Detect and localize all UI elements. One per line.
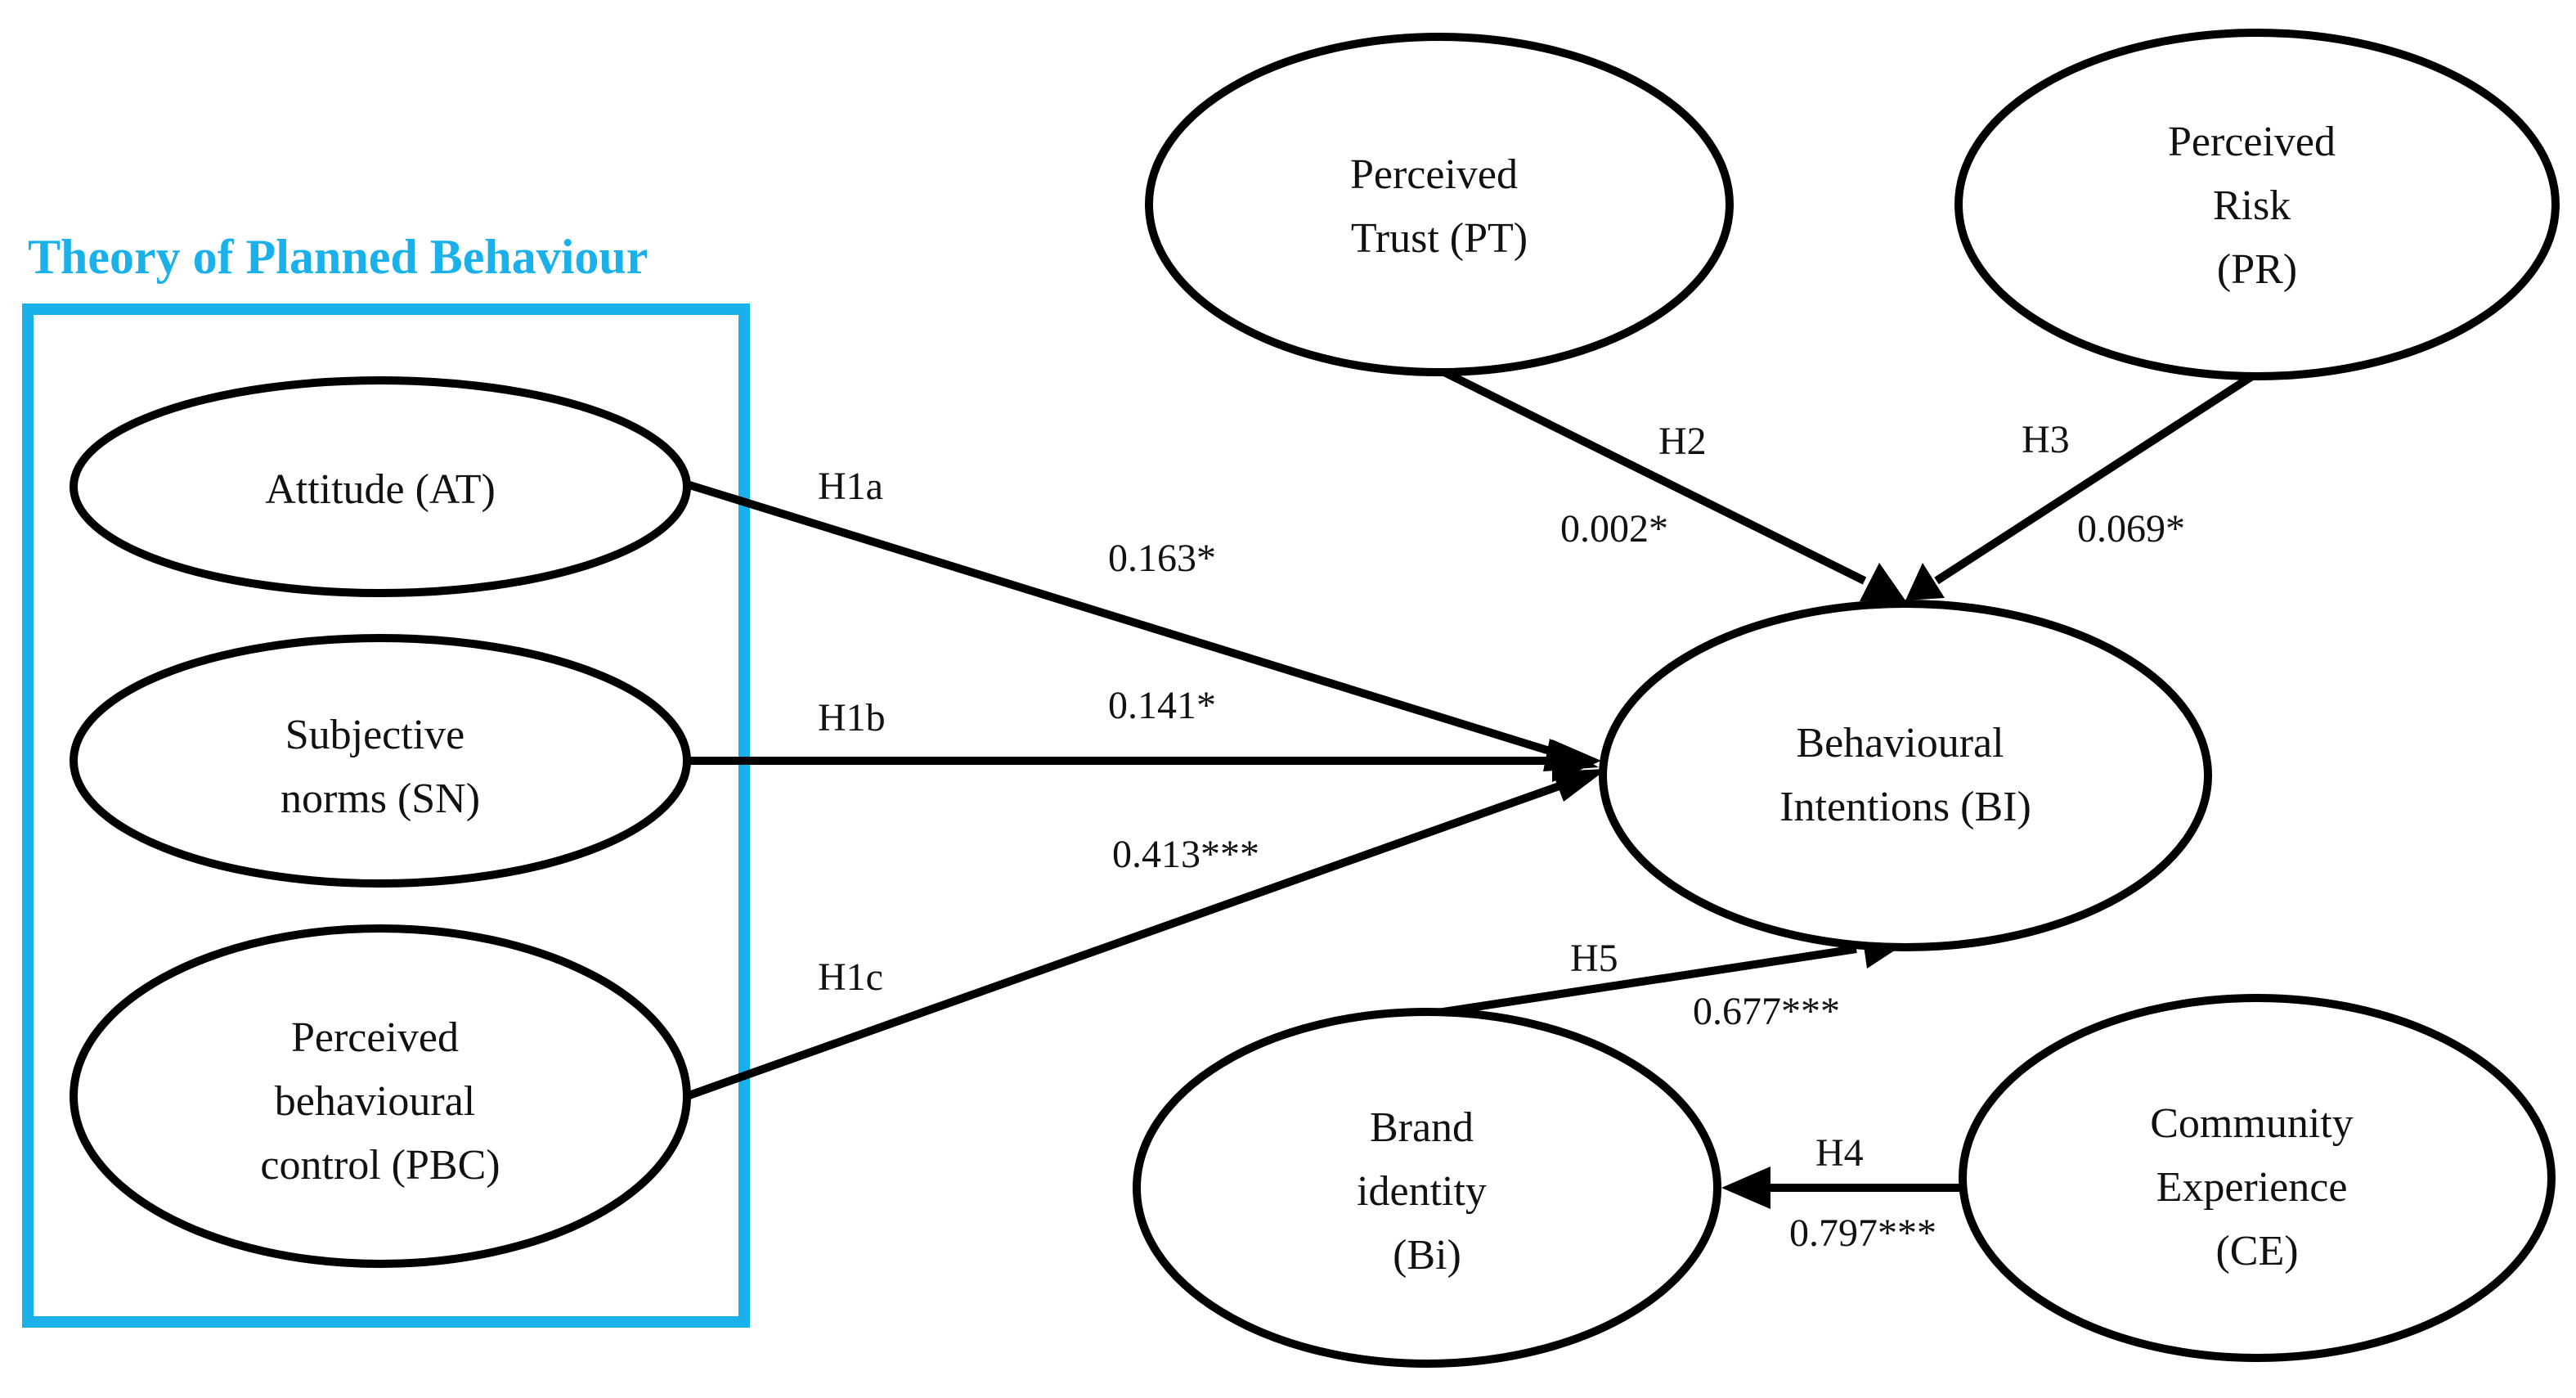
node-ce-ellipse (1959, 994, 2556, 1362)
node-pr-line-1: Perceived (2168, 119, 2336, 165)
node-pr-line-2: Risk (2213, 182, 2291, 229)
node-pr-line-3: (PR) (2217, 246, 2297, 293)
node-bi-line-1: Behavioural (1796, 720, 2004, 766)
node-pbc-label: Perceived behavioural control (PBC) (260, 1014, 500, 1189)
group-title: Theory of Planned Behaviour (28, 230, 648, 284)
node-pbc-line-3: control (PBC) (260, 1142, 500, 1189)
edge-h2-arrowhead (1860, 563, 1905, 601)
node-pt-label: Perceived Trust (PT) (1350, 151, 1528, 262)
node-perceived-trust: Perceived Trust (PT) (1145, 33, 1734, 376)
node-pbc-line-1: Perceived (291, 1014, 459, 1061)
node-attitude: Attitude (AT) (70, 376, 691, 597)
edge-h1a-hypothesis: H1a (818, 465, 883, 508)
node-attitude-label: Attitude (AT) (265, 466, 496, 513)
node-brand-line-1: Brand (1370, 1104, 1474, 1151)
edge-h4-arrowhead (1721, 1166, 1770, 1209)
node-bi-line-2: Intentions (BI) (1779, 784, 2031, 830)
node-ce-line-1: Community (2150, 1100, 2353, 1147)
node-attitude-ellipse (70, 376, 691, 597)
edge-h4-coefficient: 0.797*** (1789, 1211, 1936, 1255)
node-pt-ellipse (1145, 33, 1734, 376)
node-subjective-norms: Subjective norms (SN) (70, 634, 691, 888)
node-pt-line-1: Perceived (1350, 151, 1518, 198)
tpb-group-box (22, 303, 750, 1328)
node-brand-label: Brand identity (Bi) (1357, 1104, 1497, 1279)
edge-h5-hypothesis: H5 (1570, 937, 1618, 980)
node-perceived-risk: Perceived Risk (PR) (1954, 29, 2560, 380)
node-pr-label: Perceived Risk (PR) (2168, 119, 2346, 293)
edge-h1a-coefficient: 0.163* (1108, 537, 1216, 580)
node-community-experience: Community Experience (CE) (1959, 994, 2556, 1362)
node-pt-line-2: Trust (PT) (1351, 215, 1528, 262)
node-perceived-behavioural-control: Perceived behavioural control (PBC) (70, 924, 691, 1268)
node-brand-ellipse (1133, 1008, 1721, 1368)
node-subjective-norms-line-2: norms (SN) (280, 775, 480, 822)
edge-h1b-hypothesis: H1b (818, 696, 886, 739)
node-pbc-ellipse (70, 924, 691, 1268)
node-ce-line-2: Experience (2156, 1164, 2348, 1211)
edge-h5-line (1426, 945, 1857, 1018)
edge-h2-hypothesis: H2 (1658, 420, 1707, 463)
node-subjective-norms-label: Subjective norms (SN) (280, 712, 480, 822)
node-pr-ellipse (1954, 29, 2560, 380)
node-brand-line-3: (Bi) (1393, 1232, 1461, 1279)
node-bi-ellipse (1599, 600, 2212, 951)
node-attitude-line-1: Attitude (AT) (265, 466, 496, 513)
edge-h3-arrowhead (1905, 563, 1945, 600)
edge-h1c-coefficient: 0.413*** (1112, 833, 1259, 876)
edge-h4-hypothesis: H4 (1815, 1131, 1864, 1175)
edge-h1a-line (685, 480, 1551, 755)
node-ce-line-3: (CE) (2215, 1228, 2298, 1274)
edge-h3-hypothesis: H3 (2022, 418, 2070, 461)
edge-h1c-arrowhead (1552, 769, 1607, 802)
edge-h5-coefficient: 0.677*** (1693, 990, 1840, 1033)
edge-h3-line (1934, 369, 2260, 585)
edge-h2-coefficient: 0.002* (1560, 507, 1668, 551)
node-brand-line-2: identity (1357, 1168, 1487, 1215)
node-subjective-norms-ellipse (70, 634, 691, 888)
edge-h2-line (1437, 366, 1867, 585)
node-bi-label: Behavioural Intentions (BI) (1779, 720, 2031, 830)
node-brand-identity: Brand identity (Bi) (1133, 1008, 1721, 1368)
node-subjective-norms-line-1: Subjective (285, 712, 465, 758)
edge-labels: H1a 0.163* H1b 0.141* 0.413*** H1c H2 0.… (818, 418, 2185, 1255)
edge-h1c-hypothesis: H1c (818, 955, 883, 999)
node-behavioural-intentions: Behavioural Intentions (BI) (1599, 600, 2212, 951)
node-pbc-line-2: behavioural (275, 1078, 475, 1125)
edge-h3-coefficient: 0.069* (2077, 507, 2185, 551)
edge-h1c-line (685, 780, 1568, 1100)
node-ce-label: Community Experience (CE) (2150, 1100, 2363, 1274)
edge-h1b-coefficient: 0.141* (1108, 684, 1216, 727)
